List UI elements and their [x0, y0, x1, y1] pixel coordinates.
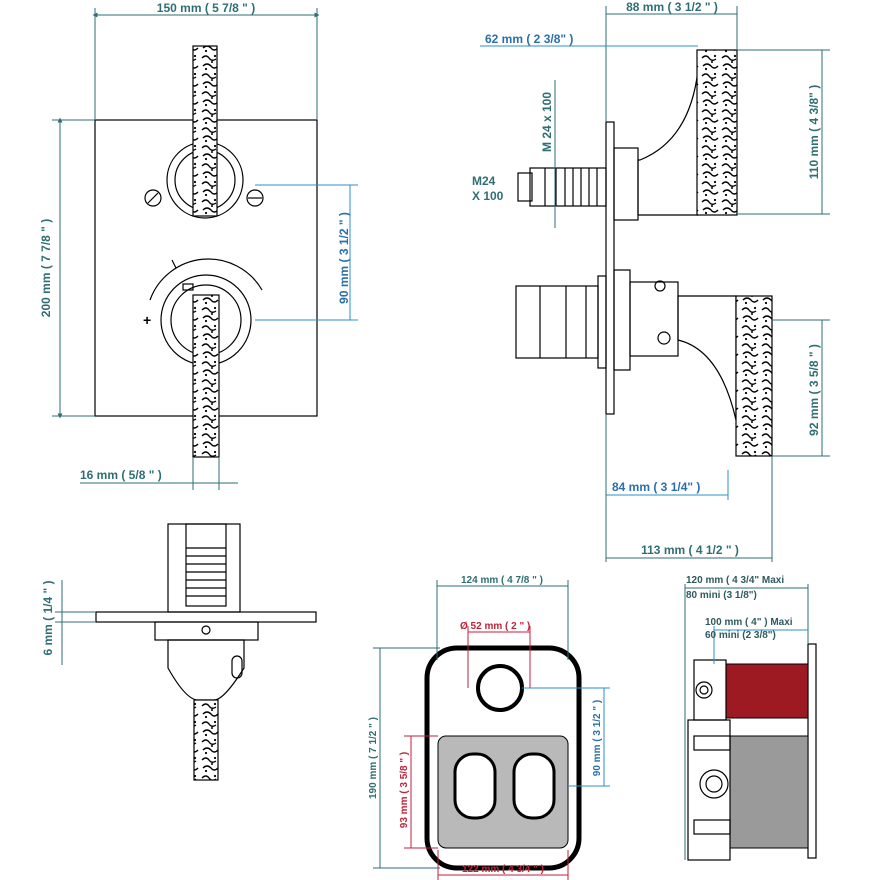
body-red-section: [725, 663, 809, 719]
body-min-2-label: 60 mini (2 3/8"): [705, 630, 776, 641]
handle-width-label: 16 mm ( 5/8 " ): [80, 468, 162, 482]
thread-label: M 24 x 100: [540, 92, 554, 152]
lower-side-handle: [735, 295, 773, 457]
upper-spout: [637, 69, 699, 216]
thread-body: [529, 167, 607, 207]
body-grey-section: [729, 735, 809, 849]
side-view: 88 mm ( 3 1/2 " ) 62 mm ( 2 3/8" ) M 24 …: [472, 0, 830, 562]
body-wall: [807, 643, 817, 859]
side-depth-label: 88 mm ( 3 1/2 " ): [626, 0, 718, 14]
plus-icon: +: [143, 312, 151, 328]
thread-left-1: M24: [472, 174, 496, 188]
front-width-label: 150 mm ( 5 7/8 " ): [157, 1, 255, 15]
bottom-height-label: 92 mm ( 3 5/8 " ): [807, 344, 821, 436]
handle-depth-label: 62 mm ( 2 3/8" ): [485, 32, 573, 46]
front-height-label: 200 mm ( 7 7/8 " ): [39, 219, 53, 317]
inlet-left: [453, 752, 497, 820]
thread-ribs: [544, 168, 598, 206]
spindle-ribs: [186, 547, 226, 597]
front-view: + 150 mm ( 5 7/8 " ) 200 mm ( 7 7/8 " ) …: [39, 1, 358, 490]
cutout-top-width-label: 124 mm ( 4 7/8 " ): [461, 575, 543, 586]
cutout-view: 124 mm ( 4 7/8 " ) Ø 52 mm ( 2 " ) 190 m…: [368, 575, 610, 880]
upper-side-handle: [696, 49, 738, 216]
top-view: 6 mm ( 1/4 " ): [41, 523, 317, 781]
box-height-label: 93 mm ( 3 5/8 " ): [399, 752, 410, 828]
top-plate: [95, 611, 317, 623]
lower-spout: [677, 295, 737, 421]
cutout-hole: [476, 664, 524, 712]
inlet-right: [512, 752, 556, 820]
knob-offset-label: 90 mm ( 3 1/2 " ): [337, 212, 351, 304]
hole-diameter-label: Ø 52 mm ( 2 " ): [460, 621, 530, 632]
left-screw-icon: [144, 189, 162, 207]
thread-left-2: X 100: [472, 189, 504, 203]
plate-thickness-label: 6 mm ( 1/4 " ): [41, 580, 55, 655]
lower-handle: [192, 294, 220, 458]
cutout-height-label: 190 mm ( 7 1/2 " ): [368, 717, 379, 799]
wall-plate: [605, 121, 615, 415]
cutout-outer: [424, 645, 582, 871]
temperature-arc: [149, 258, 263, 301]
body-max-1-label: 120 mm ( 4 3/4" Maxi: [686, 575, 784, 586]
knob-depth-label: 84 mm ( 3 1/4" ): [612, 480, 700, 494]
cutout-bottom-width-label: 122 mm ( 4 3/4 " ): [462, 864, 544, 875]
body-min-1-label: 80 mini (3 1/8"): [686, 590, 757, 601]
body-max-2-label: 100 mm ( 4" ) Maxi: [705, 617, 793, 628]
top-height-label: 110 mm ( 4 3/8" ): [807, 85, 821, 179]
right-screw-icon: [246, 189, 264, 207]
cutout-offset-label: 90 mm ( 3 1/2 " ): [592, 700, 603, 776]
upper-handle: [192, 45, 218, 217]
body-view: 120 mm ( 4 3/4" Maxi 80 mini (3 1/8") 10…: [684, 575, 817, 861]
top-handle: [193, 699, 219, 781]
total-depth-label: 113 mm ( 4 1/2 " ): [641, 543, 739, 557]
